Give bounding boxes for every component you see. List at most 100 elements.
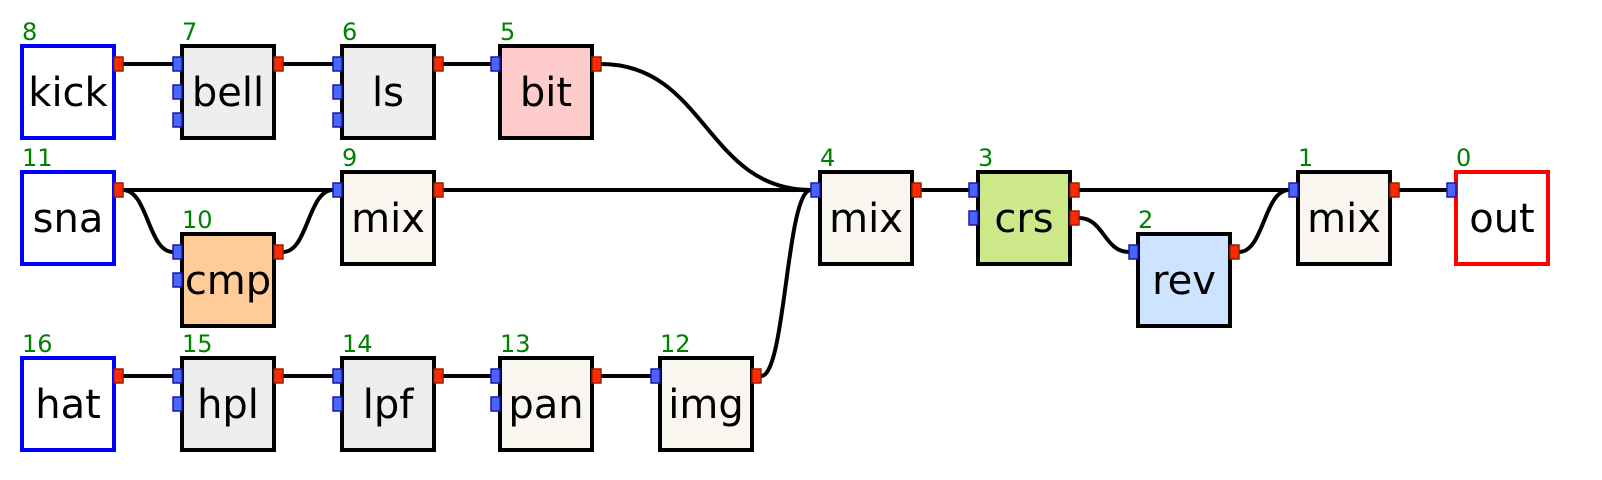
input-port[interactable] xyxy=(810,182,821,198)
node-id-label: 5 xyxy=(500,18,515,46)
node-box[interactable] xyxy=(818,170,914,266)
node-hpl-15[interactable]: hpl 15 xyxy=(172,330,284,452)
output-port[interactable] xyxy=(433,368,444,384)
node-id-label: 3 xyxy=(978,144,993,172)
node-box[interactable] xyxy=(340,170,436,266)
node-id-label: 1 xyxy=(1298,144,1313,172)
output-port[interactable] xyxy=(433,56,444,72)
input-port[interactable] xyxy=(332,368,343,384)
input-port[interactable] xyxy=(172,368,183,384)
output-port[interactable] xyxy=(433,182,444,198)
input-port[interactable] xyxy=(172,56,183,72)
output-port[interactable] xyxy=(1229,244,1240,260)
node-id-label: 6 xyxy=(342,18,357,46)
node-label: out xyxy=(1469,196,1535,242)
input-port[interactable] xyxy=(172,272,183,288)
wire-10-to-9 xyxy=(282,188,334,254)
input-port[interactable] xyxy=(968,210,979,226)
node-box[interactable] xyxy=(340,44,436,140)
output-port[interactable] xyxy=(273,244,284,260)
node-id-label: 16 xyxy=(22,330,53,358)
input-port[interactable] xyxy=(172,396,183,412)
output-port[interactable] xyxy=(911,182,922,198)
node-label: kick xyxy=(28,70,108,116)
input-port[interactable] xyxy=(490,368,501,384)
node-box[interactable] xyxy=(180,232,276,328)
node-label: mix xyxy=(829,196,903,242)
node-label: pan xyxy=(508,382,583,428)
node-box[interactable] xyxy=(1454,170,1550,266)
wire-2-to-1 xyxy=(1238,188,1290,254)
input-port[interactable] xyxy=(172,84,183,100)
output-port[interactable] xyxy=(113,368,124,384)
node-pan-13[interactable]: pan 13 xyxy=(490,330,602,452)
node-label: rev xyxy=(1152,258,1216,304)
node-box[interactable] xyxy=(498,44,594,140)
input-port[interactable] xyxy=(490,396,501,412)
output-port[interactable] xyxy=(751,368,762,384)
node-id-label: 2 xyxy=(1138,206,1153,234)
node-id-label: 15 xyxy=(182,330,213,358)
node-box[interactable] xyxy=(180,356,276,452)
input-port[interactable] xyxy=(332,182,343,198)
input-port[interactable] xyxy=(1446,182,1457,198)
input-port[interactable] xyxy=(172,244,183,260)
output-port[interactable] xyxy=(1389,182,1400,198)
output-port[interactable] xyxy=(591,368,602,384)
input-port[interactable] xyxy=(650,368,661,384)
node-label: sna xyxy=(33,196,104,242)
input-port[interactable] xyxy=(490,56,501,72)
node-label: lpf xyxy=(363,382,415,428)
input-port[interactable] xyxy=(1128,244,1139,260)
node-box[interactable] xyxy=(20,44,116,140)
node-box[interactable] xyxy=(976,170,1072,266)
output-port[interactable] xyxy=(273,56,284,72)
input-port[interactable] xyxy=(332,112,343,128)
node-id-label: 13 xyxy=(500,330,531,358)
node-label: img xyxy=(668,382,743,428)
node-box[interactable] xyxy=(340,356,436,452)
output-port[interactable] xyxy=(113,182,124,198)
input-port[interactable] xyxy=(172,112,183,128)
node-box[interactable] xyxy=(658,356,754,452)
node-box[interactable] xyxy=(1136,232,1232,328)
input-port[interactable] xyxy=(332,84,343,100)
node-label: mix xyxy=(1307,196,1381,242)
output-port[interactable] xyxy=(273,368,284,384)
node-rev-2[interactable]: rev 2 xyxy=(1128,206,1240,328)
node-id-label: 14 xyxy=(342,330,373,358)
node-mix-1[interactable]: mix 1 xyxy=(1288,144,1400,266)
node-box[interactable] xyxy=(498,356,594,452)
input-port[interactable] xyxy=(968,182,979,198)
output-port[interactable] xyxy=(1069,210,1080,226)
wire-11-to-10 xyxy=(122,188,174,254)
output-port[interactable] xyxy=(1069,182,1080,198)
node-label: hpl xyxy=(197,382,259,428)
output-port[interactable] xyxy=(591,56,602,72)
node-box[interactable] xyxy=(20,170,116,266)
input-port[interactable] xyxy=(1288,182,1299,198)
node-box[interactable] xyxy=(180,44,276,140)
node-lpf-14[interactable]: lpf 14 xyxy=(332,330,444,452)
input-port[interactable] xyxy=(332,56,343,72)
node-label: crs xyxy=(994,196,1053,242)
node-label: bit xyxy=(520,70,572,116)
node-box[interactable] xyxy=(1296,170,1392,266)
node-box[interactable] xyxy=(20,356,116,452)
input-port[interactable] xyxy=(332,396,343,412)
node-ls-6[interactable]: ls6 xyxy=(332,18,444,140)
output-port[interactable] xyxy=(113,56,124,72)
